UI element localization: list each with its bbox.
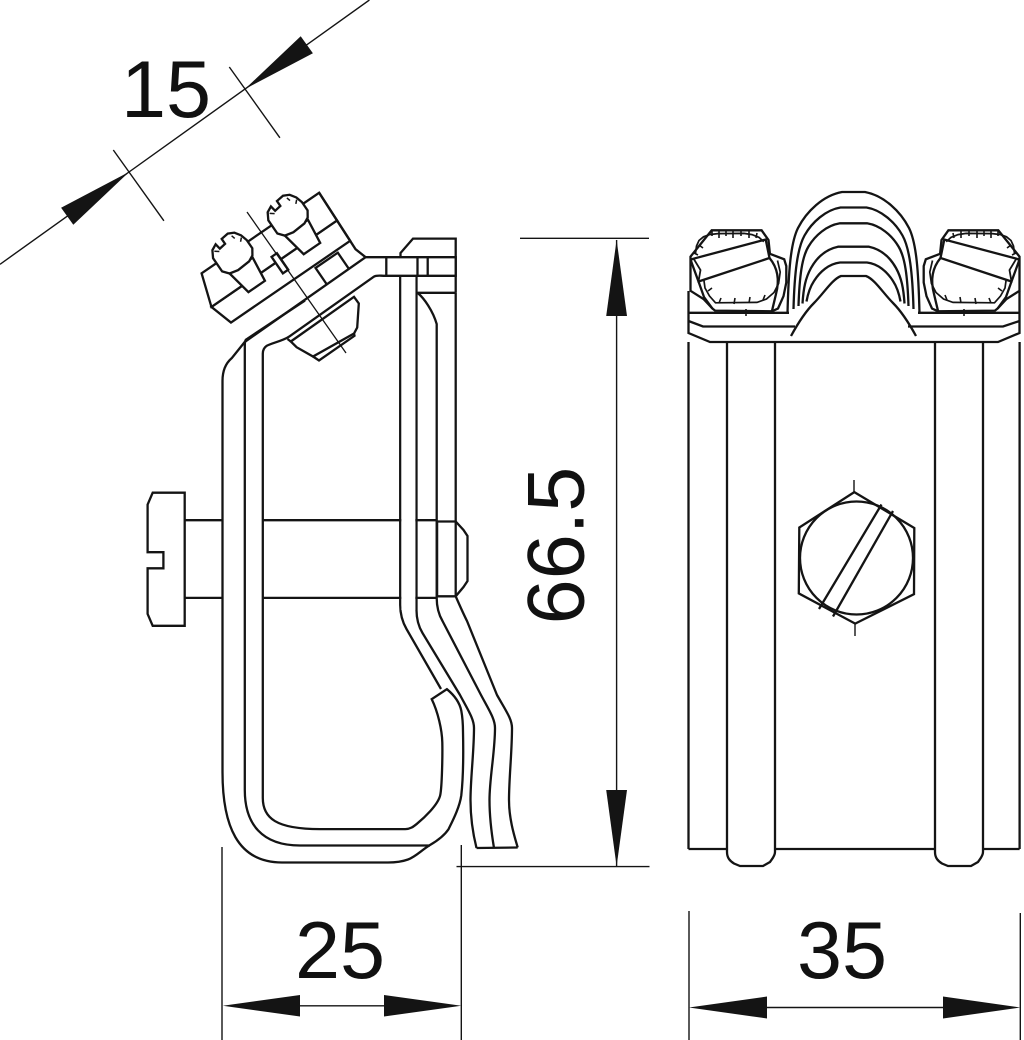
svg-text:35: 35 — [797, 906, 887, 996]
svg-text:66.5: 66.5 — [512, 467, 602, 625]
svg-text:25: 25 — [295, 906, 385, 996]
svg-text:15: 15 — [121, 45, 211, 135]
